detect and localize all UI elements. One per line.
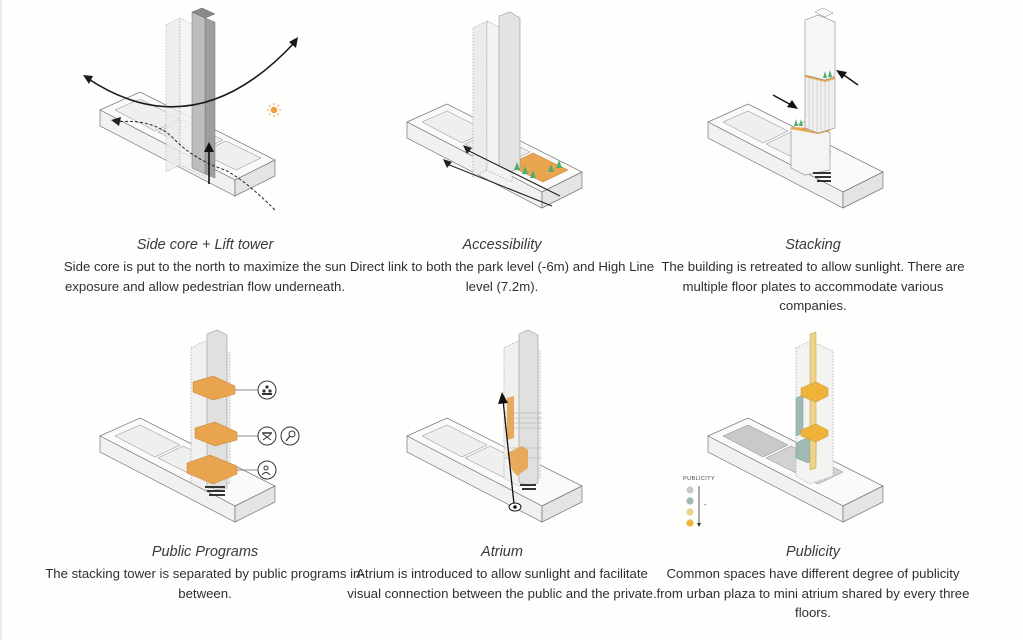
- left-edge-strip: [0, 0, 2, 640]
- site-base: [406, 417, 583, 523]
- atrium-diagram: [406, 329, 583, 523]
- entrance-steps: [813, 172, 831, 182]
- panel-title: Publicity: [786, 544, 840, 560]
- eye-icon: [508, 502, 522, 512]
- panel-description: Atrium is introduced to allow sunlight a…: [347, 566, 657, 601]
- panel-description: Side core is put to the north to maximiz…: [63, 259, 347, 294]
- tower: [190, 329, 231, 491]
- entrance-steps: [205, 486, 225, 496]
- caption-side-core: Side core + Lift tower Side core is put …: [45, 236, 365, 296]
- upper-block: [804, 7, 836, 81]
- panel-title: Atrium: [481, 544, 523, 560]
- legend-level-1: [686, 486, 694, 494]
- panel-description: Direct link to both the park level (-6m)…: [349, 259, 655, 294]
- panel-title: Stacking: [785, 237, 841, 253]
- caption-publicity: Publicity Common spaces have different d…: [653, 543, 973, 623]
- caption-accessibility: Accessibility Direct link to both the pa…: [342, 236, 662, 296]
- auditorium-icon: [257, 380, 277, 400]
- accessibility-diagram: [406, 11, 583, 209]
- site-base: [707, 417, 884, 523]
- cafe-icon: [257, 460, 277, 480]
- legend-title: PUBLICITY: [683, 476, 715, 482]
- pedestrian-flow-arrow: [114, 120, 276, 211]
- panel-description: The building is retreated to allow sunli…: [661, 259, 965, 313]
- caption-public-programs: Public Programs The stacking tower is se…: [45, 543, 365, 603]
- side-core-diagram: [83, 7, 298, 211]
- middle-block: [804, 69, 836, 134]
- tower: [472, 11, 521, 183]
- legend-scale-label: -: [704, 502, 707, 509]
- legend-level-3: [686, 508, 694, 516]
- program-floor: [186, 375, 238, 485]
- urban-plaza: [722, 424, 789, 458]
- ping-pong-icon: [280, 426, 300, 446]
- gym-icon: [257, 426, 277, 446]
- stacking-diagram: [707, 7, 884, 209]
- publicity-legend: PUBLICITY -: [683, 476, 715, 527]
- legend-level-2: [686, 497, 694, 505]
- legend-level-4: [686, 519, 694, 527]
- caption-atrium: Atrium Atrium is introduced to allow sun…: [342, 543, 662, 603]
- tree-icon: [514, 160, 562, 178]
- lift-tower: [165, 7, 216, 179]
- view-arrow: [502, 399, 515, 505]
- publicity-void-yellow: [800, 331, 829, 471]
- entrance-steps: [520, 484, 536, 490]
- tree-icon: [794, 70, 832, 126]
- panel-title: Public Programs: [151, 544, 259, 560]
- public-programs-diagram: [99, 329, 300, 523]
- panel-description: Common spaces have different degree of p…: [656, 566, 970, 620]
- link-arrow: [446, 149, 561, 207]
- sun-icon: [267, 103, 281, 117]
- panel-description: The stacking tower is separated by publi…: [45, 566, 365, 601]
- panel-title: Side core + Lift tower: [136, 237, 274, 253]
- caption-stacking: Stacking The building is retreated to al…: [653, 236, 973, 316]
- publicity-diagram: PUBLICITY -: [683, 331, 884, 527]
- panel-title: Accessibility: [462, 237, 542, 253]
- sun-path-arrow: [86, 41, 296, 108]
- atrium-void: [507, 396, 528, 476]
